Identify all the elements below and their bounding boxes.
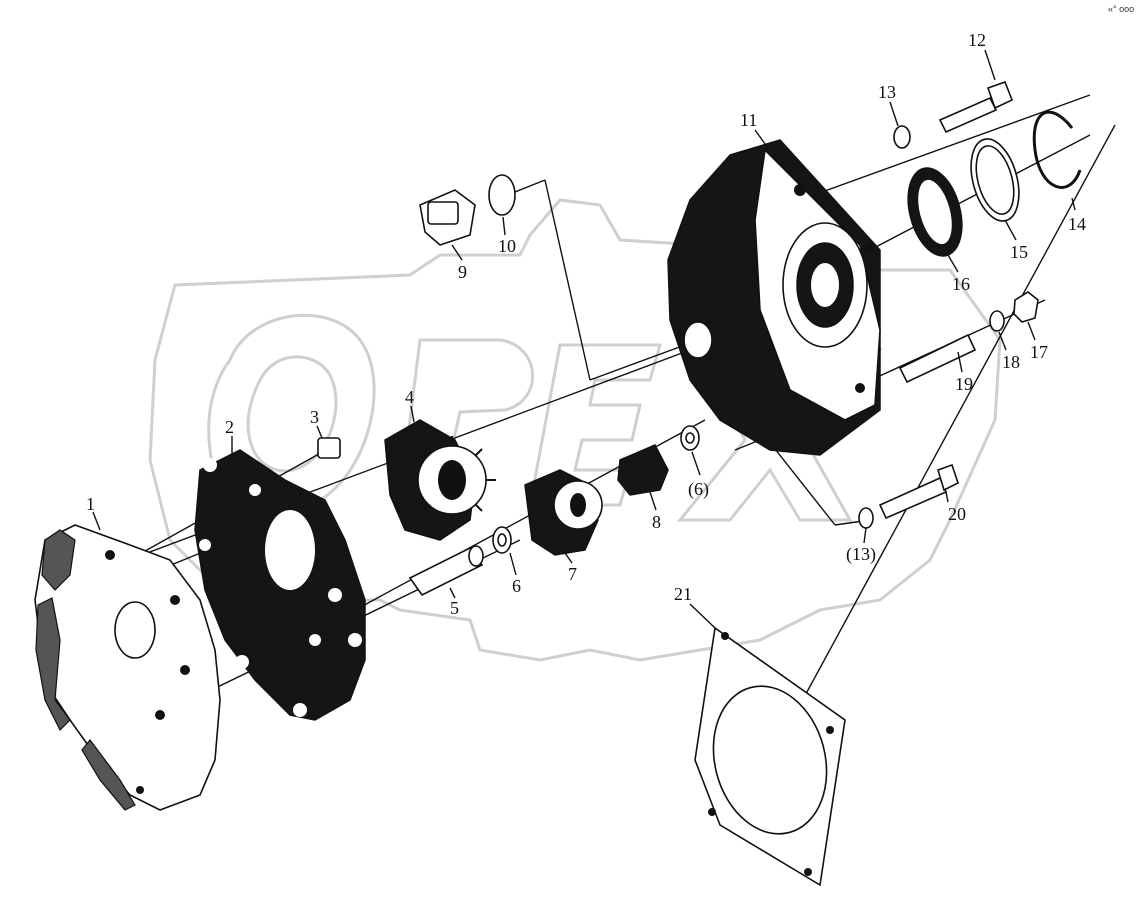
callout-21: 21 (674, 584, 692, 604)
part-9-fitting (419, 189, 476, 246)
callout-6b: (6) (688, 479, 709, 500)
part-17-nut (1013, 291, 1039, 323)
part-16-seal (907, 167, 963, 257)
callout-13: 13 (878, 82, 896, 102)
callout-1: 1 (86, 494, 95, 514)
callout-11: 11 (740, 110, 757, 130)
part-1-end-cover (34, 524, 221, 811)
part-20-bolt (878, 463, 959, 520)
callout-6: 6 (512, 576, 521, 596)
part-14-snap-ring (1032, 110, 1082, 189)
callout-18: 18 (1002, 352, 1020, 372)
callout-20: 20 (948, 504, 966, 524)
callout-19: 19 (955, 374, 973, 394)
callout-4: 4 (405, 387, 414, 407)
part-6-washer (492, 526, 512, 554)
part-21-gasket (694, 626, 846, 887)
part-18-washer (989, 310, 1005, 332)
part-15-ring (970, 138, 1020, 222)
callout-7: 7 (568, 564, 577, 584)
part-6b-washer (680, 425, 700, 451)
part-13b-washer (858, 507, 874, 529)
callout-8: 8 (652, 512, 661, 532)
part-11-housing (667, 139, 881, 456)
part-3-dowel-pin (317, 437, 341, 459)
callout-15: 15 (1010, 242, 1028, 262)
part-12-bolt (938, 80, 1014, 134)
callout-10: 10 (498, 236, 516, 256)
callout-16: 16 (952, 274, 970, 294)
callout-5: 5 (450, 598, 459, 618)
part-2-plate (194, 449, 366, 721)
part-10-o-ring (488, 174, 516, 216)
callout-17: 17 (1030, 342, 1048, 362)
callout-14: 14 (1068, 214, 1086, 234)
part-5-shaft (408, 545, 484, 597)
part-7-driven-gear (524, 469, 603, 556)
part-4-drive-gear (384, 419, 496, 541)
callout-12: 12 (968, 30, 986, 50)
callout-3: 3 (310, 407, 319, 427)
callout-13b: (13) (846, 544, 876, 565)
part-8-bushing (617, 444, 669, 496)
callout-9: 9 (458, 262, 467, 282)
part-19-stud (898, 333, 977, 384)
part-13-washer (893, 125, 911, 149)
corner-mark: «° ooo (1108, 4, 1134, 14)
callout-2: 2 (225, 417, 234, 437)
callout-labels: 1 2 3 4 5 6 7 8 (6) 9 10 11 12 13 14 15 … (86, 30, 1086, 629)
